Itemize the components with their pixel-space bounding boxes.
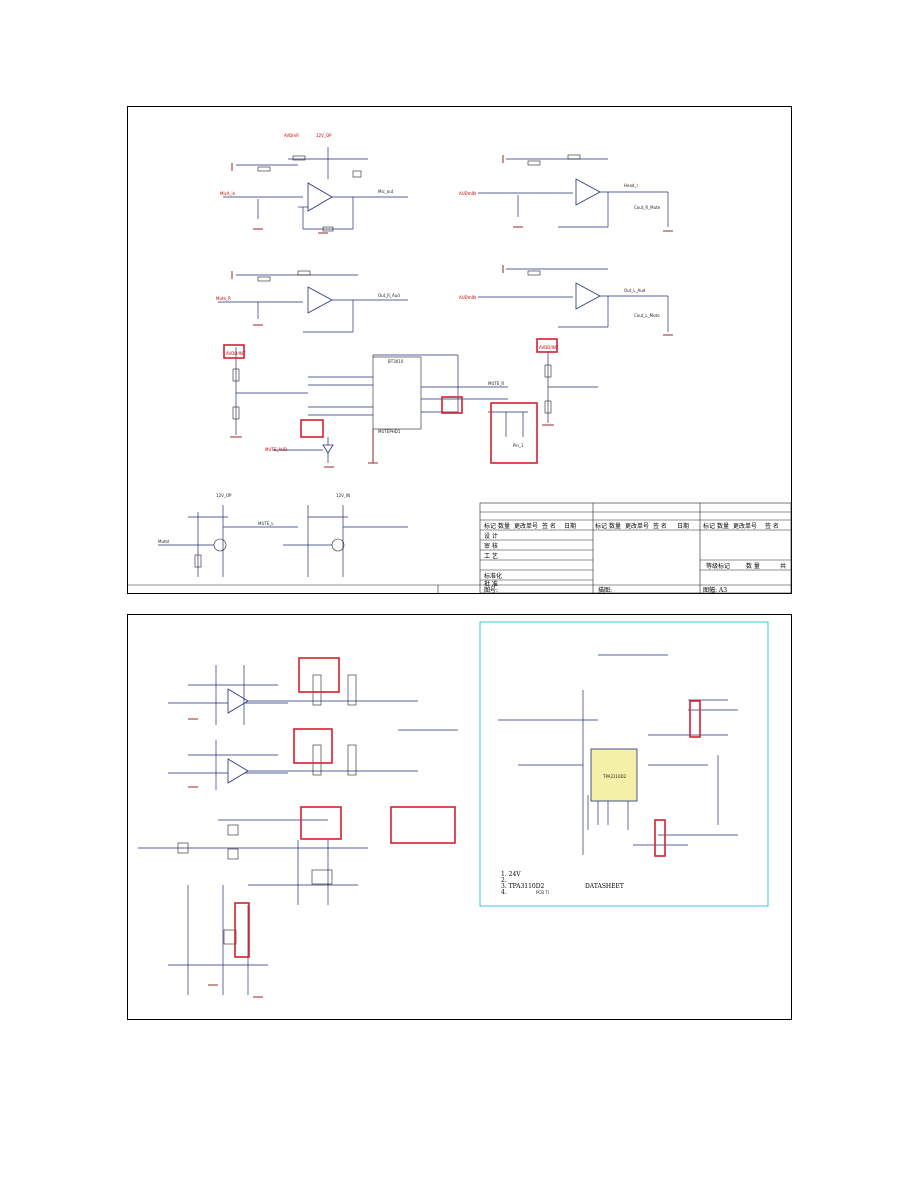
highlight-box-8 [300, 806, 342, 840]
weight-label: 数 量 [746, 562, 760, 570]
grade-label: 等级标记 [706, 562, 730, 570]
title-header: 更改单号 [625, 522, 649, 530]
signal-label: Cout_L_Mute [634, 313, 660, 318]
net-label: AVDmR [284, 133, 299, 138]
tracing-label: 描图: [598, 586, 612, 594]
title-block [128, 502, 792, 594]
opamp-block-mid-left [218, 270, 408, 333]
signal-label: MUTE_R [488, 381, 504, 386]
title-header: 标记 [595, 522, 607, 530]
highlight-box-6 [298, 657, 340, 693]
signal-label: MuteI [158, 539, 169, 544]
opamp-block-top-right [478, 154, 673, 232]
title-header: 数量 [609, 522, 621, 530]
note-line: 1. 24V [501, 871, 521, 878]
bottom-transistors [158, 505, 408, 577]
title-row: 审 核 [484, 542, 498, 550]
net-label: AUDmIN [459, 295, 476, 300]
signal-label: Pin_1 [513, 443, 524, 448]
title-header: 数量 [498, 522, 510, 530]
note-line: PCB TI [536, 890, 549, 895]
net-label: 12V_IN [336, 493, 350, 498]
opamp-block-mid-right [478, 265, 673, 336]
title-header: 标记 [703, 522, 715, 530]
signal-label: Out_R_Aud [378, 293, 400, 298]
title-header: 日期 [564, 522, 576, 530]
title-header: 标记 [484, 522, 496, 530]
title-header: 签 名 [765, 522, 779, 530]
signal-label: MUTE_AUD [265, 447, 287, 452]
title-header: 签 名 [653, 522, 667, 530]
highlight-box-3 [441, 396, 463, 414]
amp-stage-upper [168, 665, 458, 731]
right-divider [542, 352, 598, 426]
title-header: 更改单号 [514, 522, 538, 530]
highlight-box-4 [300, 419, 324, 438]
chip-label: TPA3110D2 [602, 774, 627, 779]
schematic-2-drawing: TPA3110D2 1. 24V 2. 3. TPA3110D2 4. DATA… [138, 621, 769, 998]
signal-label: Cout_R_Mute [634, 205, 661, 210]
note-line: 2. [501, 877, 507, 884]
note-line: 3. TPA3110D2 [501, 883, 545, 890]
net-label: 12V_OP [316, 133, 332, 138]
net-label: AUDmIN [459, 191, 476, 196]
title-header: 签 名 [542, 522, 556, 530]
highlight-box-10 [234, 902, 250, 958]
paper-size-label: 图幅: A3 [703, 586, 727, 594]
tpa-reference-frame [479, 621, 769, 907]
signal-label: Head_r [624, 183, 638, 188]
schematic-sheet-1: AVDmR 12V_OP AUDmIN AUDmIN AVDD/INT AVDD… [127, 106, 792, 594]
schematic-1-drawing: AVDmR 12V_OP AUDmIN AUDmIN AVDD/INT AVDD… [128, 133, 792, 594]
title-row: 标准化 [484, 572, 502, 580]
note-line: 4. [501, 889, 507, 896]
note-line: DATASHEET [585, 883, 624, 890]
amp-stage-lower [168, 740, 418, 790]
highlight-box-5 [490, 402, 538, 464]
signal-label: MicA_in [220, 191, 236, 196]
sheet-label: 共 [780, 562, 786, 570]
title-row: 设 计 [484, 532, 498, 540]
highlight-box-2 [536, 338, 558, 353]
title-row: 工 艺 [484, 552, 498, 560]
signal-label: Mute_R [216, 296, 231, 301]
highlight-box-7 [293, 728, 333, 764]
left-divider [230, 347, 308, 438]
highlight-box-11 [689, 700, 701, 738]
signal-label: MUTE_L [258, 521, 274, 526]
net-label: AVDD/INT [226, 351, 246, 356]
opamp-block-top-left [223, 147, 408, 234]
tpa3110d2-chip [590, 748, 638, 802]
highlight-box-9 [390, 806, 456, 844]
signal-label: Out_L_Aud [624, 288, 646, 293]
highlight-box-12 [654, 819, 666, 857]
net-label: 12V_OP [216, 493, 232, 498]
drawing-number-label: 图号: [484, 587, 498, 594]
title-row: 批 准 [484, 580, 498, 588]
ic-label: MUTEPHD1 [378, 429, 401, 434]
net-label: AVDD/INT [539, 345, 559, 350]
highlight-box-1 [223, 344, 245, 359]
schematic-sheet-2: TPA3110D2 1. 24V 2. 3. TPA3110D2 4. DATA… [127, 614, 792, 1020]
signal-label: Mic_out [378, 189, 394, 194]
supply-stage [138, 819, 368, 998]
title-header: 数量 [717, 522, 729, 530]
title-header: 更改单号 [733, 522, 757, 530]
mute-ic-block [273, 354, 528, 468]
ic-ref: BT3010 [388, 359, 404, 364]
title-header: 日期 [677, 522, 689, 530]
